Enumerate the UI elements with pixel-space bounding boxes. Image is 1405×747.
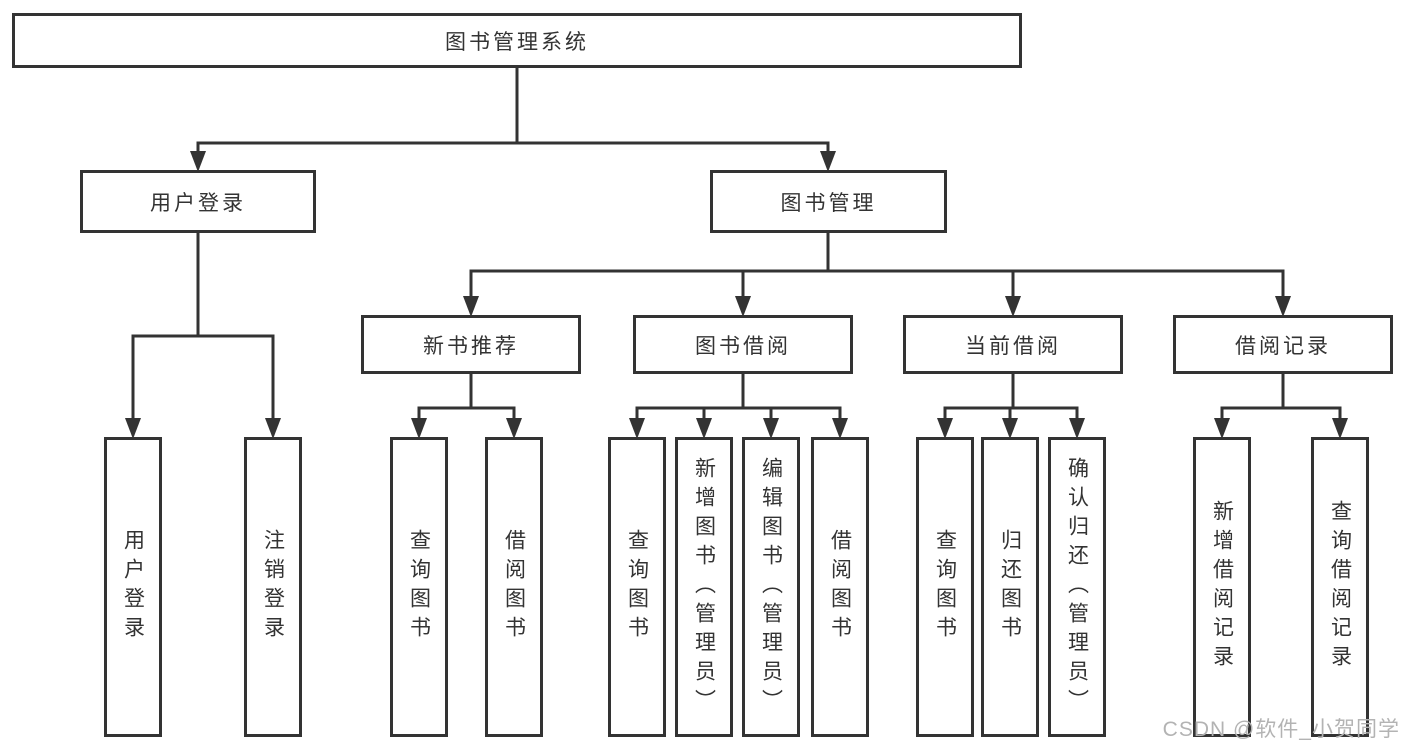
leaf-query-books-borrow: 查询图书 bbox=[608, 437, 666, 737]
node-label: 用户登录 bbox=[121, 529, 145, 645]
connector-user-login-to-leaves bbox=[125, 233, 281, 439]
leaf-logout-login: 注销登录 bbox=[244, 437, 302, 737]
node-label: 确认归还（管理员） bbox=[1065, 456, 1089, 718]
node-book-management: 图书管理 bbox=[710, 170, 947, 233]
node-label: 新增图书（管理员） bbox=[692, 456, 716, 718]
node-label: 查询图书 bbox=[407, 529, 431, 645]
node-label: 借阅记录 bbox=[1235, 334, 1331, 358]
node-label: 查询借阅记录 bbox=[1328, 500, 1352, 674]
connector-book-borrowing-to-leaves bbox=[629, 374, 848, 439]
node-label: 新增借阅记录 bbox=[1210, 500, 1234, 674]
node-user-login: 用户登录 bbox=[80, 170, 316, 233]
leaf-return-books: 归还图书 bbox=[981, 437, 1039, 737]
connector-borrowing-records-to-leaves bbox=[1214, 374, 1348, 439]
node-label: 借阅图书 bbox=[828, 529, 852, 645]
leaf-confirm-return-admin: 确认归还（管理员） bbox=[1048, 437, 1106, 737]
connector-current-borrowing-to-leaves bbox=[937, 374, 1085, 439]
leaf-edit-books-admin: 编辑图书（管理员） bbox=[742, 437, 800, 737]
node-label: 查询图书 bbox=[933, 529, 957, 645]
node-label: 借阅图书 bbox=[502, 529, 526, 645]
node-borrowing-records: 借阅记录 bbox=[1173, 315, 1393, 374]
node-label: 新书推荐 bbox=[423, 334, 519, 358]
leaf-add-books-admin: 新增图书（管理员） bbox=[675, 437, 733, 737]
leaf-borrow-books-borrow: 借阅图书 bbox=[811, 437, 869, 737]
leaf-query-books-recommend: 查询图书 bbox=[390, 437, 448, 737]
leaf-user-login: 用户登录 bbox=[104, 437, 162, 737]
node-label: 归还图书 bbox=[998, 529, 1022, 645]
leaf-query-books-current: 查询图书 bbox=[916, 437, 974, 737]
node-label: 当前借阅 bbox=[965, 334, 1061, 358]
leaf-add-borrow-record: 新增借阅记录 bbox=[1193, 437, 1251, 737]
connector-root-to-level2 bbox=[190, 68, 836, 172]
node-label: 注销登录 bbox=[261, 529, 285, 645]
node-book-borrowing: 图书借阅 bbox=[633, 315, 853, 374]
connector-book-management-to-level3 bbox=[463, 233, 1291, 317]
node-label: 编辑图书（管理员） bbox=[759, 456, 783, 718]
node-label: 用户登录 bbox=[150, 191, 246, 215]
node-label: 图书借阅 bbox=[695, 334, 791, 358]
node-library-management-system: 图书管理系统 bbox=[12, 13, 1022, 68]
node-label: 图书管理系统 bbox=[445, 30, 589, 54]
leaf-borrow-books-recommend: 借阅图书 bbox=[485, 437, 543, 737]
leaf-query-borrow-record: 查询借阅记录 bbox=[1311, 437, 1369, 737]
csdn-watermark: CSDN @软件_小贺同学 bbox=[1162, 718, 1400, 741]
node-label: 图书管理 bbox=[780, 191, 877, 215]
node-current-borrowing: 当前借阅 bbox=[903, 315, 1123, 374]
node-label: 查询图书 bbox=[625, 529, 649, 645]
connector-new-book-recommendation-to-leaves bbox=[411, 374, 522, 439]
node-new-book-recommendation: 新书推荐 bbox=[361, 315, 581, 374]
